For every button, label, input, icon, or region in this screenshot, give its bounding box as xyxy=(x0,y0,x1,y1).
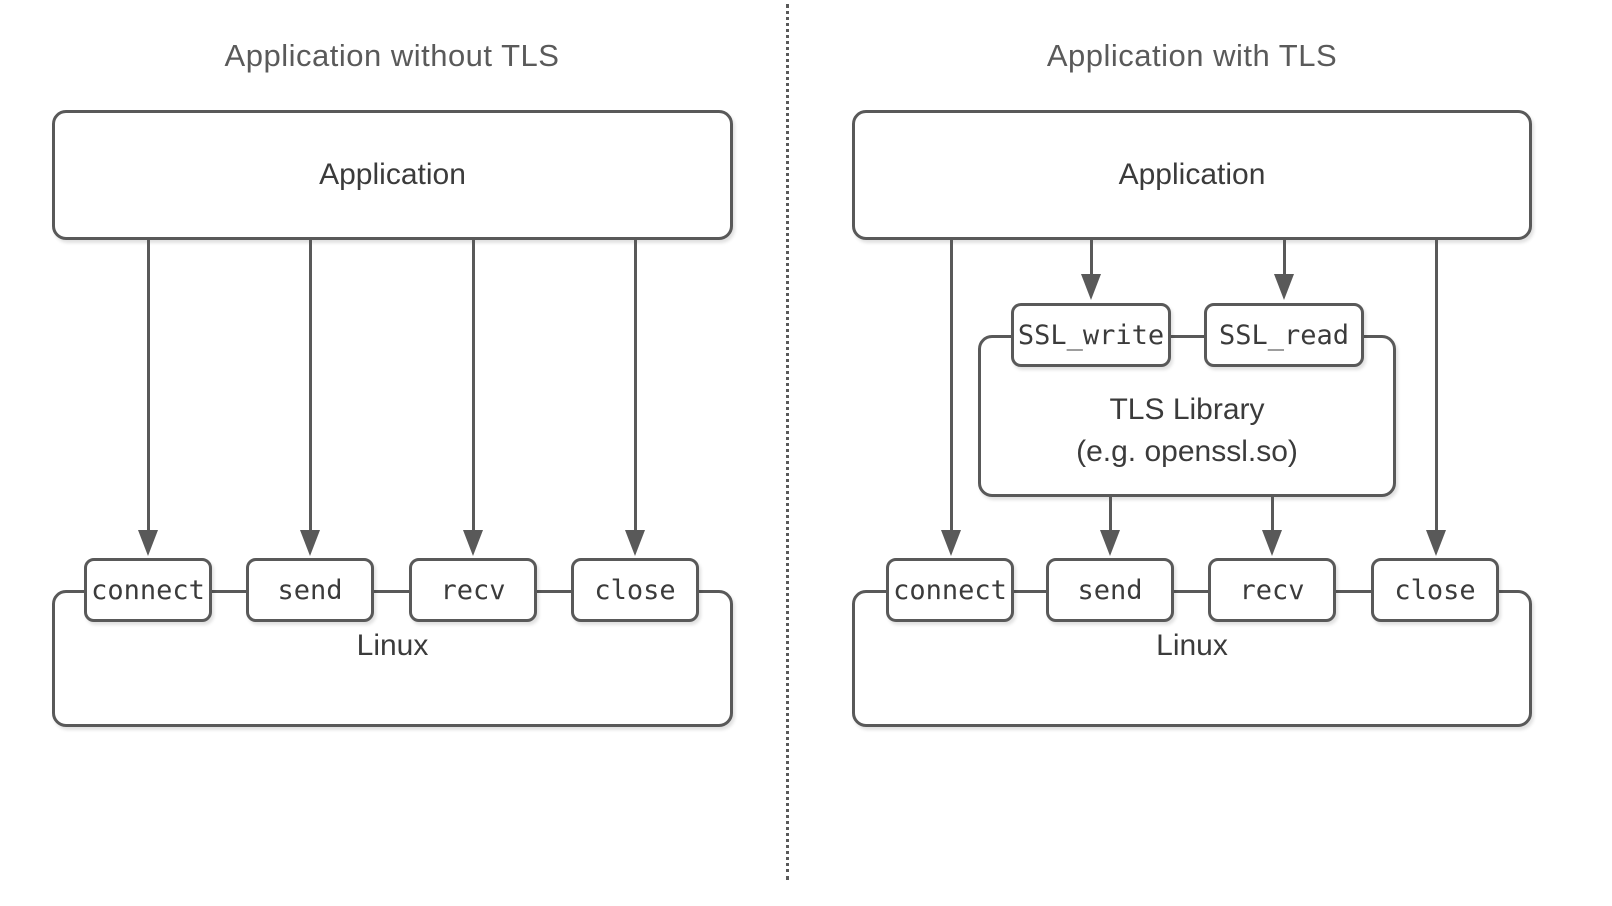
arrow-shaft xyxy=(949,240,953,530)
syscall-label: send xyxy=(1077,574,1143,606)
arrow-shaft xyxy=(1434,240,1438,530)
arrow-shaft xyxy=(633,240,637,530)
tls-library-sublabel: (e.g. openssl.so) xyxy=(1076,435,1298,468)
syscall-label: connect xyxy=(893,574,1007,606)
arrow-head-icon xyxy=(300,530,320,556)
right-syscall-box-send: send xyxy=(1046,558,1174,622)
arrow-head-icon xyxy=(1262,530,1282,556)
left-linux-label: Linux xyxy=(356,629,429,662)
syscall-label: close xyxy=(1394,574,1476,606)
right-application-box: Application xyxy=(852,110,1532,240)
left-application-label: Application xyxy=(319,158,466,191)
panel-divider xyxy=(786,4,789,880)
right-linux-label: Linux xyxy=(1156,629,1228,662)
arrow-shaft xyxy=(1270,497,1274,530)
arrow-shaft xyxy=(1282,240,1286,274)
left-syscall-box-send: send xyxy=(246,558,374,622)
arrow-shaft xyxy=(308,240,312,530)
ssl-read-box: SSL_read xyxy=(1204,303,1364,367)
syscall-label: send xyxy=(277,574,343,606)
syscall-label: close xyxy=(594,574,676,606)
arrow-head-icon xyxy=(463,530,483,556)
arrow-shaft xyxy=(471,240,475,530)
right-syscall-box-connect: connect xyxy=(886,558,1014,622)
syscall-label: recv xyxy=(440,574,506,606)
right-application-label: Application xyxy=(1118,158,1266,191)
ssl-write-box: SSL_write xyxy=(1011,303,1171,367)
left-application-box: Application xyxy=(52,110,733,240)
arrow-head-icon xyxy=(1426,530,1446,556)
tls-library-label: TLS Library xyxy=(1109,393,1265,426)
right-syscall-box-close: close xyxy=(1371,558,1499,622)
arrow-head-icon xyxy=(1274,274,1294,300)
ssl-function-label: SSL_write xyxy=(1017,319,1165,351)
left-syscall-box-close: close xyxy=(571,558,699,622)
arrow-head-icon xyxy=(138,530,158,556)
right-syscall-box-recv: recv xyxy=(1208,558,1336,622)
arrow-shaft xyxy=(1089,240,1093,274)
arrow-head-icon xyxy=(625,530,645,556)
arrow-head-icon xyxy=(1081,274,1101,300)
right-panel-title: Application with TLS xyxy=(1046,38,1338,73)
ssl-function-label: SSL_read xyxy=(1218,319,1350,351)
arrow-head-icon xyxy=(1100,530,1120,556)
left-syscall-box-recv: recv xyxy=(409,558,537,622)
arrow-head-icon xyxy=(941,530,961,556)
arrow-shaft xyxy=(146,240,150,530)
syscall-label: recv xyxy=(1239,574,1305,606)
arrow-shaft xyxy=(1108,497,1112,530)
syscall-label: connect xyxy=(91,574,205,606)
left-syscall-box-connect: connect xyxy=(84,558,212,622)
left-panel-title: Application without TLS xyxy=(224,38,560,73)
